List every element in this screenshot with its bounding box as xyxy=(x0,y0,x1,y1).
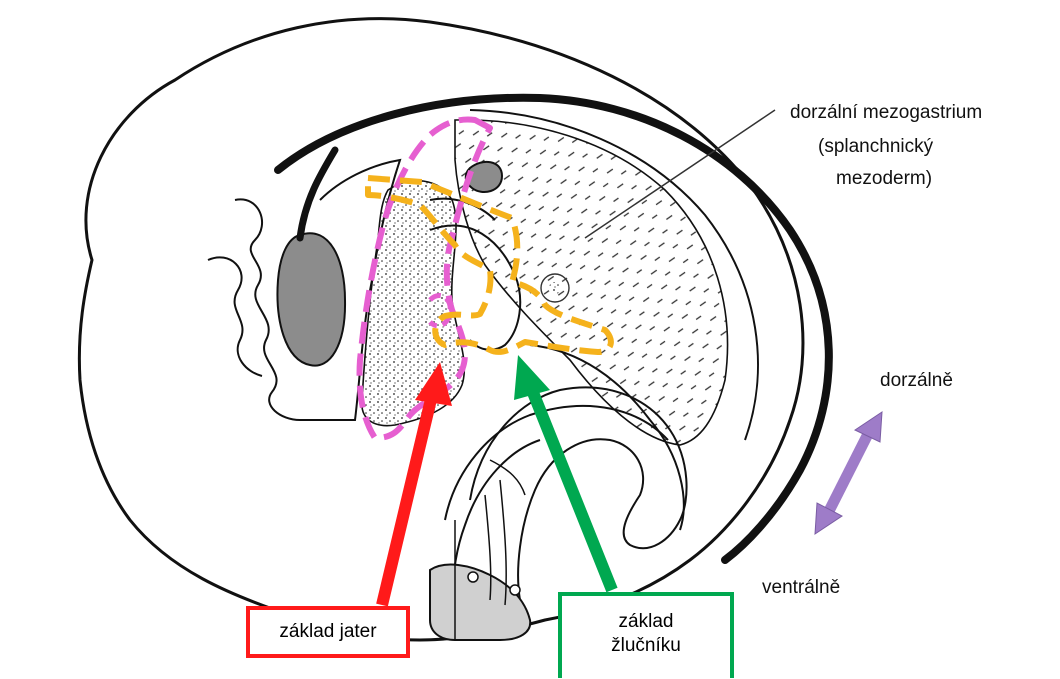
dorsal-label: dorzálně xyxy=(880,368,953,394)
gallbladder-bud-label-box: základ žlučníku xyxy=(558,592,734,678)
gallbladder-bud-label-line2: žlučníku xyxy=(562,634,730,658)
liver-bud-label: základ jater xyxy=(279,621,376,642)
ventral-label: ventrálně xyxy=(762,575,840,601)
mesogastrium-label-line3: mezoderm) xyxy=(836,166,932,192)
heart xyxy=(277,233,345,365)
liver-bud-label-box: základ jater xyxy=(246,606,410,658)
gallbladder-bud-label-line1: základ xyxy=(562,610,730,634)
mesogastrium-label-line1: dorzální mezogastrium xyxy=(790,100,982,126)
orientation-arrow-shaft xyxy=(827,430,870,515)
mesogastrium-label-line2: (splanchnický xyxy=(818,134,933,160)
